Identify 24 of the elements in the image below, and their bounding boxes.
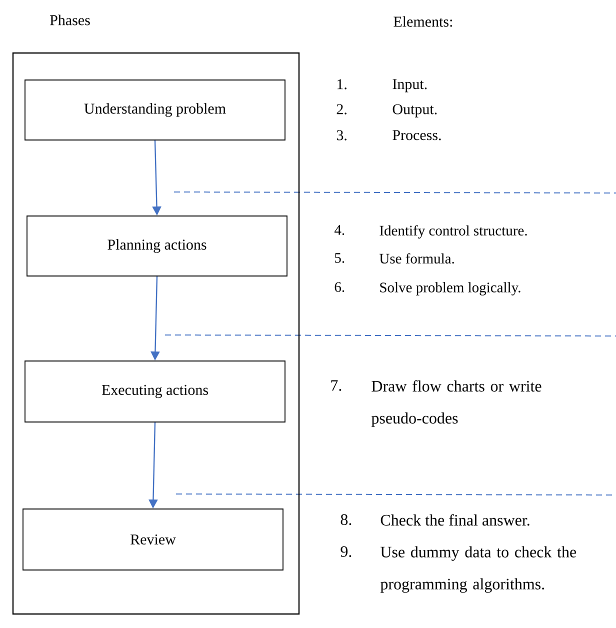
- phase-box: Executing actions: [24, 360, 286, 422]
- list-item: Process.: [392, 130, 441, 140]
- list-number: 9.: [340, 546, 352, 557]
- list-item: Check the final answer.: [380, 514, 530, 526]
- list-item: Input.: [392, 79, 427, 92]
- list-item: Use dummy data to check the programming algorithms.: [380, 546, 576, 593]
- list-number: 3.: [336, 130, 346, 140]
- list-item: Solve problem logically.: [380, 282, 520, 296]
- list-item: Identify control structure.: [380, 225, 527, 239]
- list-item: Output.: [392, 104, 437, 118]
- list-number: 5.: [335, 253, 344, 263]
- list-item: Draw flow charts or write pseudo-codes: [371, 380, 542, 427]
- list-number: 1.: [338, 79, 346, 90]
- phase-box: Planning actions: [26, 216, 288, 276]
- section-heading: Elements:: [394, 16, 452, 27]
- list-number: 4.: [334, 225, 344, 235]
- list-number: 6.: [334, 282, 344, 292]
- phase-box: Understanding problem: [24, 80, 286, 140]
- list-number: 7.: [331, 380, 342, 391]
- list-number: 8.: [340, 514, 352, 526]
- phase-box: Review: [22, 508, 284, 570]
- list-item: Use formula.: [380, 253, 454, 264]
- frame-heading: Phases: [50, 14, 90, 26]
- list-number: 2.: [336, 104, 346, 114]
